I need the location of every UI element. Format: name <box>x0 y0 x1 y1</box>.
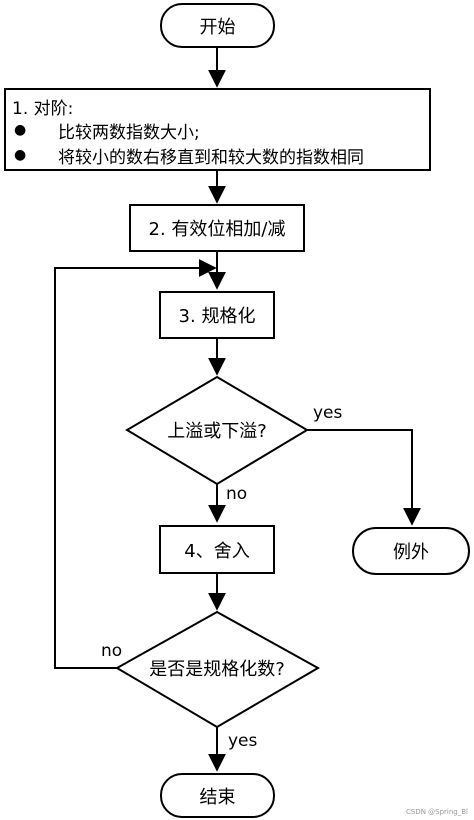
yes-label-normalized: yes <box>228 731 258 751</box>
yes-label-overflow: yes <box>313 403 343 423</box>
no-label-normalized: no <box>101 641 123 661</box>
step1-align-exponents: 1. 对阶: ● 比较两数指数大小; ● 将较小的数右移直到和较大数的指数相同 <box>4 88 431 171</box>
end-label: 结束 <box>199 786 236 808</box>
watermark: CSDN @Spring_Bl <box>405 808 468 816</box>
step2-label: 2. 有效位相加/减 <box>148 219 286 240</box>
arrow-loop-back <box>54 259 217 669</box>
arrow-decision1-yes <box>307 429 421 526</box>
step1-title: 1. 对阶: <box>12 99 74 119</box>
bullet-icon: ● <box>14 147 27 163</box>
step4-round: 4、舍入 <box>159 525 275 574</box>
step1-bullet-1: 比较两数指数大小; <box>58 123 200 143</box>
exception-terminal: 例外 <box>352 527 470 575</box>
step2-add-significands: 2. 有效位相加/减 <box>129 204 305 252</box>
bullet-icon: ● <box>14 122 27 138</box>
decision-overflow-label: 上溢或下溢? <box>167 421 267 442</box>
step4-label: 4、舍入 <box>184 540 250 562</box>
exception-label: 例外 <box>393 542 429 563</box>
start-terminal: 开始 <box>160 3 275 48</box>
decision-normalized-label: 是否是规格化数? <box>149 659 285 680</box>
step3-normalize: 3. 规格化 <box>159 291 275 339</box>
no-label-overflow: no <box>226 484 248 504</box>
step3-label: 3. 规格化 <box>178 306 256 327</box>
start-label: 开始 <box>199 16 236 38</box>
step1-bullet-2: 将较小的数右移直到和较大数的指数相同 <box>58 148 364 168</box>
end-terminal: 结束 <box>160 773 275 818</box>
